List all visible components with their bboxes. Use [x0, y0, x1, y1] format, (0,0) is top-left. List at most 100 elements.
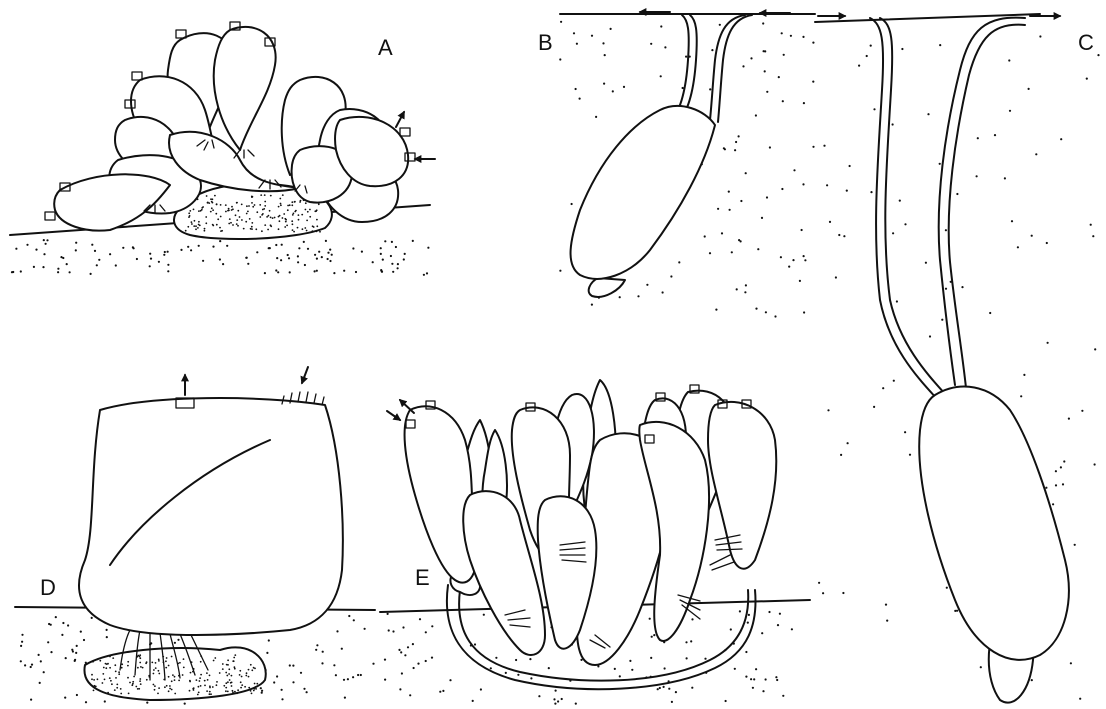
sediment-grain [735, 141, 737, 143]
sediment-grain [740, 200, 742, 202]
sediment-grain [886, 620, 888, 622]
sediment-grain [423, 274, 425, 276]
sediment-grain [283, 213, 285, 215]
sediment-grain [412, 240, 414, 242]
sediment-grain [237, 210, 239, 212]
sediment-grain [298, 214, 300, 216]
sediment-grain [595, 116, 597, 118]
sediment-grain [269, 247, 271, 249]
sediment-grain [690, 640, 692, 642]
sediment-grain [1079, 698, 1081, 700]
sediment-grain [105, 667, 107, 669]
sediment-grain [321, 256, 323, 258]
sediment-grain [614, 668, 616, 670]
sediment-grain [146, 661, 148, 663]
sediment-grain [691, 687, 693, 689]
sediment-grain [380, 269, 382, 271]
sediment-grain [736, 288, 738, 290]
sediment-grain [579, 98, 581, 100]
sediment-grain [801, 229, 803, 231]
sediment-grain [43, 239, 45, 241]
sediment-grain [233, 657, 235, 659]
sediment-grain [246, 672, 248, 674]
sediment-grain [227, 681, 229, 683]
sediment-grain [69, 271, 71, 273]
sediment-grain [232, 224, 234, 226]
sediment-grain [207, 202, 209, 204]
sediment-grain [109, 667, 111, 669]
sediment-grain [774, 315, 776, 317]
sediment-grain [289, 204, 291, 206]
panel-e-individual [405, 406, 477, 582]
sediment-grain [254, 688, 256, 690]
sediment-grain [189, 215, 191, 217]
sediment-grain [33, 266, 35, 268]
sediment-grain [384, 240, 386, 242]
sediment-grain [776, 679, 778, 681]
panel-c-siphon-tube [949, 25, 1025, 388]
sediment-grain [899, 200, 901, 202]
sediment-grain [193, 209, 195, 211]
sediment-grain [483, 614, 485, 616]
sediment-grain [93, 679, 95, 681]
sediment-grain [206, 690, 208, 692]
sediment-grain [97, 659, 99, 661]
sediment-grain [397, 263, 399, 265]
sediment-grain [96, 264, 98, 266]
sediment-grain [407, 646, 409, 648]
sediment-grain [219, 227, 221, 229]
sediment-grain [106, 629, 108, 631]
sediment-grain [384, 659, 386, 661]
sediment-grain [1062, 483, 1064, 485]
sediment-grain [109, 656, 111, 658]
sediment-grain [20, 645, 22, 647]
sediment-grain [559, 270, 561, 272]
sediment-grain [711, 49, 713, 51]
sediment-grain [251, 202, 253, 204]
panel-e-individual [708, 402, 776, 569]
sediment-grain [427, 247, 429, 249]
sediment-grain [292, 665, 294, 667]
sediment-grain [270, 195, 272, 197]
sediment-grain [431, 657, 433, 659]
sediment-grain [98, 259, 100, 261]
sediment-grain [226, 245, 228, 247]
sediment-grain [171, 656, 173, 658]
sediment-grain [312, 230, 314, 232]
sediment-grain [47, 641, 49, 643]
sediment-grain [994, 134, 996, 136]
sediment-grain [650, 43, 652, 45]
sediment-grain [604, 54, 606, 56]
sediment-grain [267, 229, 269, 231]
sediment-grain [431, 625, 433, 627]
sediment-grain [259, 204, 261, 206]
sediment-grain [202, 206, 204, 208]
sediment-grain [495, 657, 497, 659]
sediment-grain [231, 685, 233, 687]
sediment-grain [266, 652, 268, 654]
sediment-grain [685, 641, 687, 643]
sediment-grain [829, 221, 831, 223]
sediment-grain [165, 660, 167, 662]
sediment-grain [40, 660, 42, 662]
sediment-grain [164, 251, 166, 253]
sediment-grain [285, 219, 287, 221]
sediment-grain [472, 700, 474, 702]
sediment-grain [210, 693, 212, 695]
sediment-grain [734, 668, 736, 670]
sediment-grain [198, 245, 200, 247]
sediment-grain [490, 667, 492, 669]
sediment-grain [1092, 235, 1094, 237]
sediment-grain [1028, 88, 1030, 90]
sediment-grain [559, 58, 561, 60]
sediment-grain [333, 272, 335, 274]
sediment-grain [278, 228, 280, 230]
sediment-grain [256, 683, 258, 685]
sediment-grain [619, 675, 621, 677]
sediment-grain [306, 230, 308, 232]
sediment-grain [191, 223, 193, 225]
sediment-grain [294, 211, 296, 213]
sediment-grain [560, 21, 562, 23]
sediment-grain [188, 212, 190, 214]
sediment-grain [136, 258, 138, 260]
